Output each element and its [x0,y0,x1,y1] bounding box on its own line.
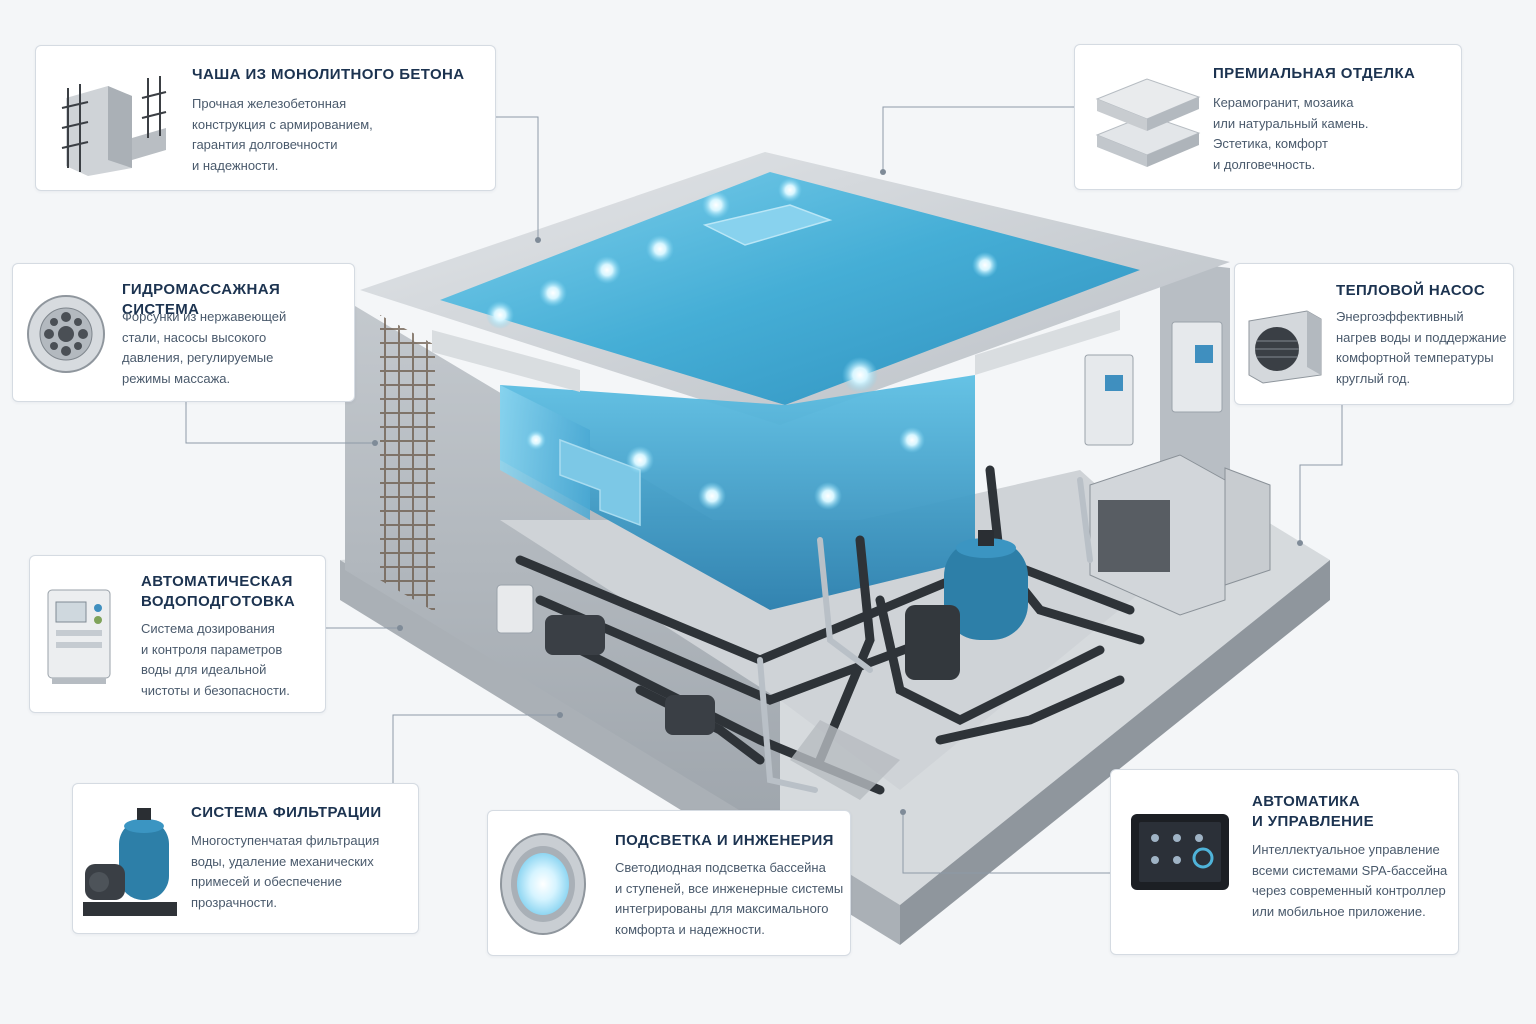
callout-water-treatment: АВТОМАТИЧЕСКАЯ ВОДОПОДГОТОВКА Система до… [29,555,326,713]
callout-finish: ПРЕМИАЛЬНАЯ ОТДЕЛКА Керамогранит, мозаик… [1074,44,1462,190]
coping-front-right [975,310,1120,375]
callout-title: ПОДСВЕТКА И ИНЖЕНЕРИЯ [615,832,834,849]
rebar-concrete-block-icon [61,76,167,176]
underwater-light [899,427,925,453]
leader-heat-pump [1299,405,1343,543]
leader-automation [902,812,1110,874]
jet-light [486,301,514,329]
rebar-section [380,315,435,612]
callout-title: ТЕПЛОВОЙ НАСОС [1336,282,1486,299]
sand-filter-pump-icon [83,808,177,916]
circulation-pump [665,695,715,735]
leader-filtration [392,714,560,783]
sand-filter-tank [944,540,1028,640]
floor-tile-area [790,720,900,800]
callout-title: ПРЕМИАЛЬНАЯ ОТДЕЛКА [1213,65,1416,82]
pool-steps-top [702,204,833,246]
massage-nozzle-icon [27,295,105,373]
dosing-controller-icon [47,589,111,684]
callout-title: ЧАША ИЗ МОНОЛИТНОГО БЕТОНА [192,66,465,83]
jet-light [646,235,674,263]
filter-pump [905,605,960,680]
heat-pump-unit [1224,467,1271,586]
callout-text: Система дозирования и контроля параметро… [141,621,290,698]
jet-light [702,191,730,219]
jet-light [778,178,802,202]
callout-title: АВТОМАТИЧЕСКАЯ ВОДОПОДГОТОВКА [141,573,296,610]
callout-text: Энергоэффективный нагрев воды и поддержа… [1336,309,1507,386]
callout-text: Интеллектуальное управление всеми систем… [1252,842,1448,919]
callout-filtration: СИСТЕМА ФИЛЬТРАЦИИ Многоступенчатая филь… [72,783,419,934]
callout-lighting: ПОДСВЕТКА И ИНЖЕНЕРИЯ Светодиодная подсв… [487,810,851,956]
callout-concrete-bowl: ЧАША ИЗ МОНОЛИТНОГО БЕТОНА Прочная желез… [35,45,496,191]
callout-hydromassage: ГИДРОМАССАЖНАЯ СИСТЕМА Форсунки из нержа… [12,263,355,402]
heat-pump-icon [1248,310,1322,384]
underwater-light [698,482,726,510]
dosing-canister [496,584,534,634]
wall-controller [1084,354,1134,446]
callout-title: ГИДРОМАССАЖНАЯ СИСТЕМА [122,281,281,318]
led-pool-light-icon [500,833,586,935]
circulation-pump [545,615,605,655]
underwater-light [814,482,842,510]
leader-concrete [495,116,539,240]
callout-text: Светодиодная подсветка бассейна и ступен… [615,860,844,937]
leader-hydromassage [185,402,375,444]
water-cut-front [500,375,975,610]
water-surface [440,172,1140,405]
leader-finish [882,106,1074,172]
callout-title: АВТОМАТИКА И УПРАВЛЕНИЕ [1252,793,1374,830]
callout-text: Многоступенчатая фильтрация воды, удален… [191,833,380,910]
stone-tiles-icon [1095,78,1201,167]
jet-light [972,252,998,278]
jet-light [593,256,621,284]
callout-text: Керамогранит, мозаика или натуральный ка… [1213,95,1369,172]
callout-title: СИСТЕМА ФИЛЬТРАЦИИ [191,804,382,821]
touch-control-panel-icon [1131,814,1229,890]
callout-text: Форсунки из нержавеющей стали, насосы вы… [122,309,287,386]
water-cut-left [500,385,590,520]
callout-heat-pump: ТЕПЛОВОЙ НАСОС Энергоэффективный нагрев … [1234,263,1514,405]
coping-front-left [432,330,580,392]
base-slab-right [900,560,1330,945]
callout-text: Прочная железобетонная конструкция с арм… [192,96,373,173]
jet-light [842,357,878,393]
wall-controller [1171,321,1223,413]
callout-automation: АВТОМАТИКА И УПРАВЛЕНИЕ Интеллектуальное… [1110,769,1459,955]
underwater-light [526,430,546,450]
underwater-light [626,446,654,474]
jet-light [539,279,567,307]
